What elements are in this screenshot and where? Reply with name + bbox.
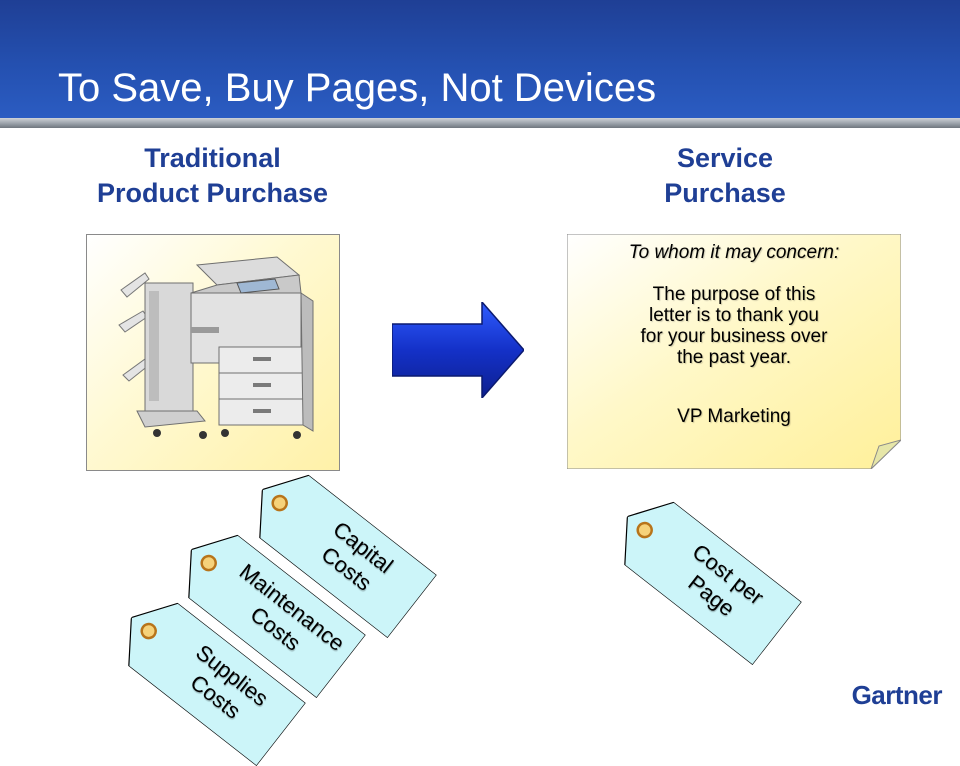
traditional-heading-line1: Traditional — [144, 143, 281, 173]
letter-body-line: the past year. — [676, 347, 792, 368]
title-bar — [0, 0, 960, 118]
service-heading-line1: Service — [676, 143, 774, 173]
letter-greeting: To whom it may concern: — [628, 242, 840, 263]
printer-picture-frame — [86, 234, 340, 471]
cost-per-page-tag: Cost per Page — [603, 485, 802, 666]
letter-page-icon — [567, 234, 901, 469]
arrow-right-icon — [391, 300, 525, 400]
maintenance-costs-tag: Maintenance Costs — [167, 518, 366, 699]
service-heading-line2: Purchase — [664, 178, 786, 208]
letter-signature: VP Marketing — [677, 406, 791, 427]
thank-you-letter: To whom it may concern: The purpose of t… — [567, 234, 901, 469]
letter-body: The purpose of this letter is to thank y… — [567, 284, 901, 368]
capital-costs-tag: Capital Costs — [238, 458, 437, 639]
price-tag-icon — [624, 501, 802, 666]
letter-body-line: The purpose of this — [652, 284, 816, 305]
letter-body-line: letter is to thank you — [648, 305, 820, 326]
letter-body-line: for your business over — [640, 326, 828, 347]
gartner-logo: Gartner — [851, 680, 943, 710]
traditional-purchase-heading: Traditional Product Purchase — [40, 141, 385, 211]
copier-printer-icon — [118, 256, 314, 439]
title-divider — [0, 118, 960, 128]
price-tag-icon — [188, 534, 366, 699]
price-tag-icon — [259, 474, 437, 639]
service-purchase-heading: Service Purchase — [560, 141, 890, 211]
traditional-heading-line2: Product Purchase — [96, 178, 329, 208]
slide-title: To Save, Buy Pages, Not Devices — [58, 66, 657, 110]
